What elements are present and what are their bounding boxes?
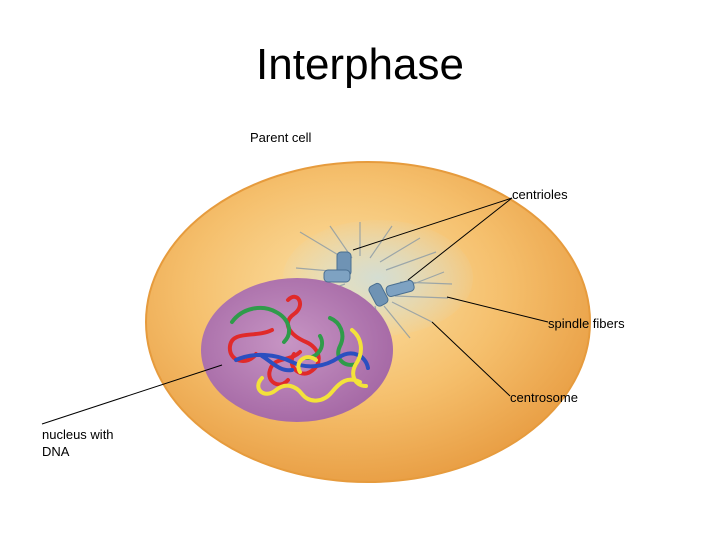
centriole-1	[323, 251, 352, 283]
chromatin-blue	[234, 351, 370, 373]
centrioles	[323, 251, 415, 307]
label-centrosome: centrosome	[510, 390, 578, 405]
label-nucleus-line1: nucleus with	[42, 427, 114, 442]
leader-lines	[41, 197, 549, 425]
label-nucleus-line2: DNA	[42, 444, 70, 459]
label-nucleus-with-dna: nucleus with DNA	[42, 426, 114, 460]
leader-centrioles-2	[407, 197, 513, 281]
leader-spindle	[446, 296, 549, 323]
centriole-2	[368, 279, 415, 307]
diagram-title: Interphase	[256, 40, 464, 89]
nucleus	[201, 278, 393, 422]
chromatin-yellow	[256, 328, 368, 403]
label-parent-cell: Parent cell	[250, 130, 312, 145]
leader-nucleus	[41, 364, 223, 425]
label-centrioles: centrioles	[512, 187, 568, 202]
chromatin-dna	[227, 294, 370, 403]
label-spindle-fibers: spindle fibers	[548, 316, 625, 331]
leader-centrosome	[431, 321, 511, 397]
leader-centrioles-1	[352, 197, 513, 251]
